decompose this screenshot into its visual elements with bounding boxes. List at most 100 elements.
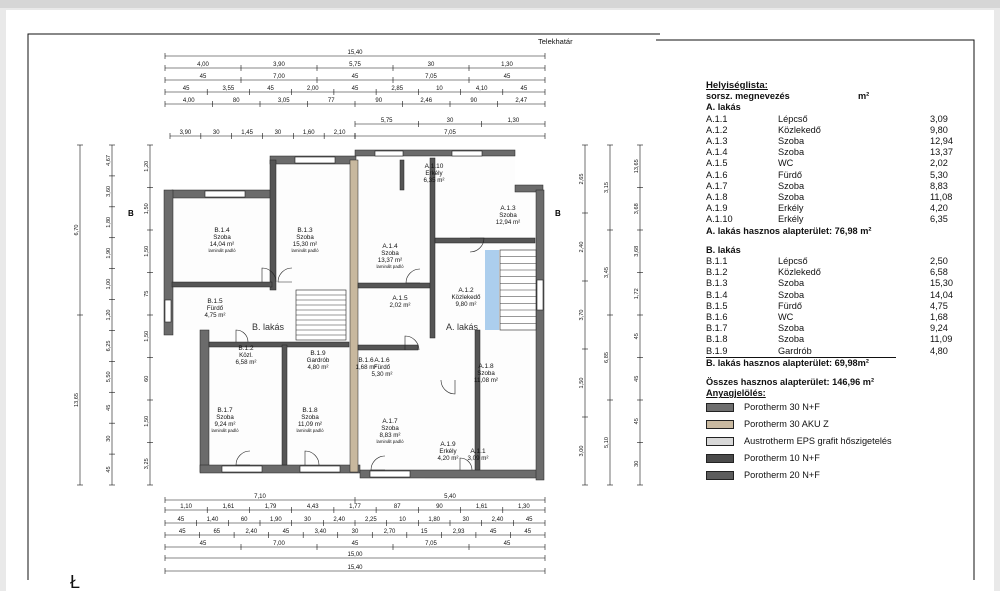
room-name: Fürdő (778, 300, 803, 311)
dim-label: 1,30 (507, 118, 519, 124)
room-name: WC (778, 312, 794, 323)
room-area: 4,75 (930, 300, 948, 311)
window-a14 (374, 150, 404, 157)
dim-label: 2,40 (492, 517, 504, 523)
room-code: B.1.2 (238, 345, 254, 352)
dim-label: 45 (521, 86, 528, 92)
room-name: Szoba (778, 334, 805, 345)
dim-label: 2,65 (579, 174, 585, 185)
unit-a-title: A. lakás (706, 102, 741, 113)
room-area: 2,50 (930, 256, 948, 267)
dim-label: 1,30 (518, 504, 530, 510)
room-code: B.1.3 (297, 227, 313, 234)
room-name: Szoba (778, 180, 805, 191)
room-name: Lépcső (778, 113, 808, 124)
stair-a (499, 249, 537, 331)
dim-label: 45 (352, 74, 359, 80)
room-area: 11,09 (930, 334, 953, 345)
dim-label: 2,70 (384, 529, 396, 535)
dim-label: 1,80 (106, 217, 112, 228)
room-label: B.1.61,68 m² (356, 357, 377, 371)
room-area: 14,04 m² (210, 241, 234, 248)
room-code: B.1.6 (706, 312, 728, 323)
door-a19 (459, 457, 473, 471)
dim-label: 1,50 (144, 246, 150, 257)
dim-label: 5,50 (106, 371, 112, 382)
wall-north-a13 (514, 184, 544, 193)
dim-label: 45 (106, 405, 112, 411)
unit-b-title: B. lakás (706, 244, 741, 255)
dim-label: 30 (447, 118, 454, 124)
window-a110 (451, 150, 483, 157)
dim-label: 13,65 (634, 159, 640, 173)
room-code: A.1.4 (382, 243, 398, 250)
room-code: A.1.4 (706, 147, 728, 158)
partition-a14-a13 (429, 157, 436, 339)
room-name: Erkély (425, 170, 443, 177)
room-area: 2,02 (930, 158, 948, 169)
dim-label: 10 (399, 517, 406, 523)
material-label: Porotherm 10 N+F (744, 453, 820, 464)
dim-label: 13,65 (74, 393, 80, 407)
dim-label: 2,93 (453, 529, 465, 535)
room-area: 6,35 m² (424, 177, 445, 184)
dim-label: 3,90 (273, 62, 285, 68)
dim-label: 60 (241, 517, 248, 523)
dim-label: 1,10 (180, 504, 192, 510)
dim-label: 3,05 (278, 98, 290, 104)
room-code: B.1.8 (706, 334, 728, 345)
window-b15 (164, 299, 172, 323)
dim-label: 7,10 (254, 494, 266, 500)
material-label: Austrotherm EPS grafit hőszigetelés (744, 436, 892, 447)
dim-label: 3,70 (579, 310, 585, 321)
room-code: B.1.4 (706, 289, 728, 300)
room-name: Szoba (216, 414, 234, 421)
room-area: 9,80 m² (456, 301, 477, 308)
dim-label: 10 (436, 86, 443, 92)
window-a-east (536, 279, 544, 311)
dim-label: 2,46 (420, 98, 432, 104)
room-name: Erkély (439, 448, 457, 455)
window-b13 (294, 156, 336, 164)
dim-label: 30 (462, 517, 469, 523)
dim-label: 5,10 (604, 437, 610, 448)
room-code: A.1.1 (470, 448, 486, 455)
unit-a-label: A. lakás (446, 322, 479, 332)
room-code: A.1.8 (706, 192, 728, 203)
material-swatch (706, 454, 734, 464)
room-schedule: Helyiséglista: sorsz. megnevezés m² A. l… (706, 80, 976, 484)
dim-label: 1,00 (106, 279, 112, 290)
dim-label: 5,75 (381, 118, 393, 124)
party-wall-aku (349, 159, 359, 473)
unit-b-row: B.1.5 Fürdő 4,75 (706, 301, 976, 312)
room-code: B.1.5 (706, 300, 728, 311)
room-area: 6,58 m² (236, 359, 257, 366)
material-swatch (706, 437, 734, 447)
dim-label: 1,45 (241, 130, 253, 136)
room-name: Szoba (296, 234, 314, 241)
dim-label: 30 (304, 517, 311, 523)
room-code: A.1.10 (706, 214, 733, 225)
room-area: 5,30 m² (372, 371, 393, 378)
material-swatch (706, 420, 734, 430)
door-b14 (261, 267, 277, 283)
window-b17 (221, 465, 263, 473)
dim-label: 5,75 (349, 62, 361, 68)
stair-highlight (485, 250, 499, 330)
room-name: Gardrób (778, 345, 812, 356)
dim-label: 30 (352, 529, 359, 535)
room-code: A.1.9 (440, 441, 456, 448)
unit-b-label: B. lakás (252, 322, 285, 332)
wall-west-upper (163, 189, 174, 336)
dim-label: 6,25 (106, 340, 112, 351)
material-swatch (706, 403, 734, 413)
room-name: Szoba (213, 234, 231, 241)
room-area: 9,24 m² (215, 421, 236, 428)
